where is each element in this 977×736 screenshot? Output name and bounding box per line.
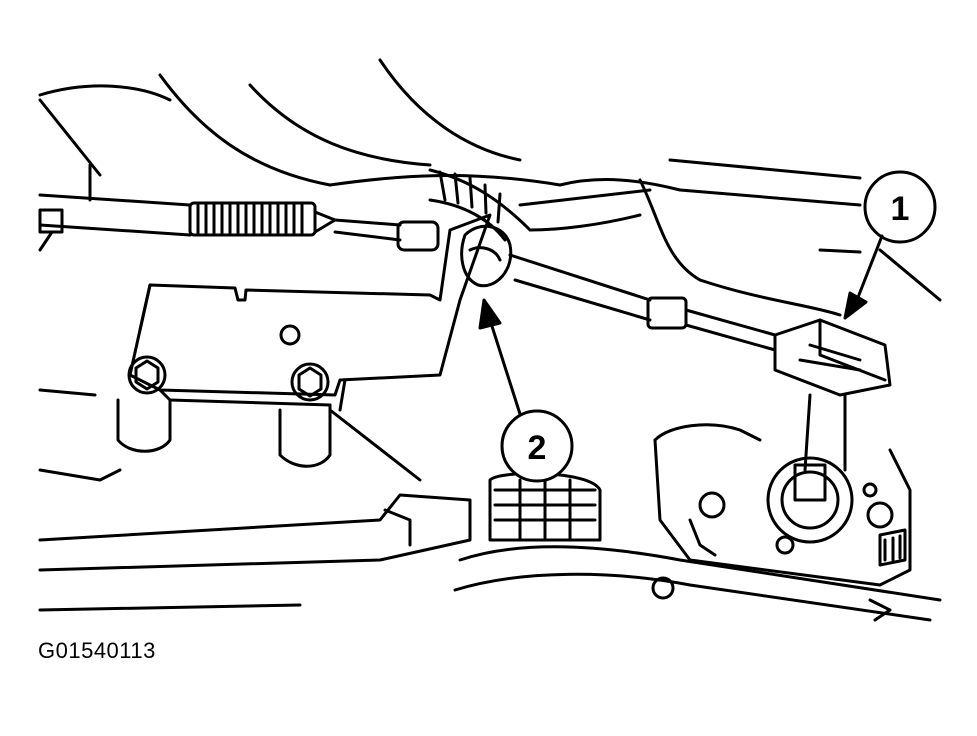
background-structure (38, 58, 942, 317)
transmission-pan (38, 471, 942, 622)
shift-cable-left (38, 193, 440, 252)
callout-2 (478, 298, 574, 483)
figure-code: G01540113 (38, 638, 156, 663)
transmission-housing (653, 423, 912, 587)
callout-2-label: 2 (528, 429, 547, 467)
cable-adjuster-clip (773, 318, 892, 472)
ribbed-hose (428, 168, 652, 242)
cable-bracket (38, 213, 492, 482)
callout-1-label: 1 (891, 190, 910, 228)
callout-1 (843, 170, 937, 320)
cable-end-linkage (460, 224, 777, 352)
